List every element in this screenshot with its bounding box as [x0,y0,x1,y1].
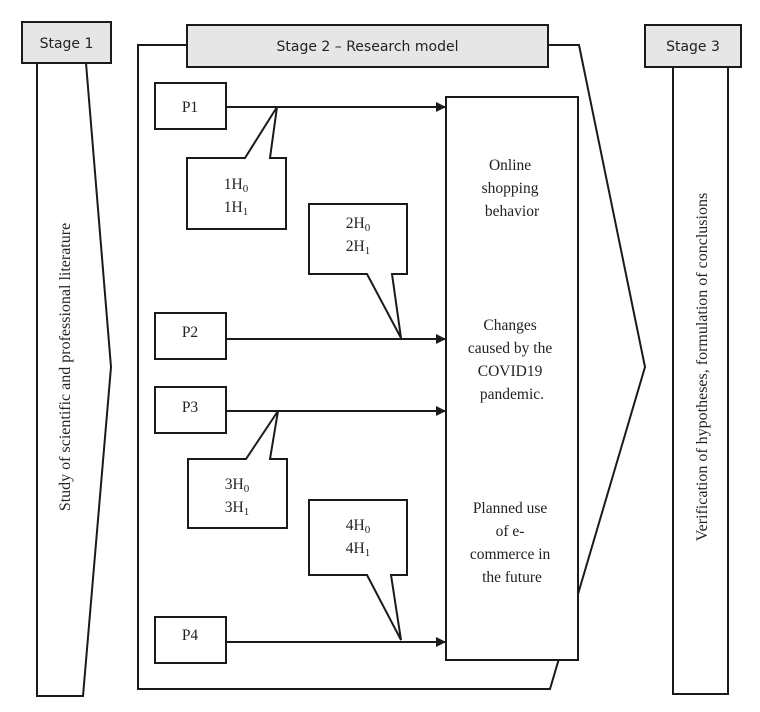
hypothesis-h0: 1H0 [224,176,249,195]
callout-shape [308,499,408,641]
callout-shape [187,410,288,529]
stage-1: Stage 1 Study of scientific and professi… [21,21,113,697]
stage-3-header [644,24,742,68]
stage-3-title: Stage 3 [666,39,720,55]
hypothesis-h0: 4H0 [346,517,371,536]
outcome-online-shopping: Online shopping behavior [482,157,543,220]
hypothesis-callout-4: 4H0 4H1 [308,499,408,641]
stage-3-column [672,66,729,695]
callout-shape [186,106,287,230]
predictor-p1: P1 [154,82,446,130]
stage-1-description: Study of scientific and professional lit… [57,223,74,511]
outcome-covid-changes: Changes caused by the COVID19 pandemic. [468,317,556,403]
predictor-p4: P4 [154,616,446,664]
hypothesis-callout-3: 3H0 3H1 [187,410,288,529]
hypothesis-h0: 3H0 [225,476,250,495]
predictor-p2: P2 [154,312,446,360]
predictor-box [154,616,227,664]
predictor-box [154,386,227,434]
stage-1-header [21,21,112,64]
outcomes-box [445,96,579,661]
stage-3-description: Verification of hypotheses, formulation … [694,193,711,541]
stage-3: Stage 3 Verification of hypotheses, form… [644,24,742,695]
predictor-p3: P3 [154,386,446,434]
stage-1-title: Stage 1 [40,36,94,52]
predictor-label: P1 [182,99,198,116]
stage-2-header [186,24,549,68]
hypothesis-callout-2: 2H0 2H1 [308,203,408,339]
hypothesis-h1: 4H1 [346,540,370,559]
hypothesis-h0: 2H0 [346,215,371,234]
stage-1-arrow-shape [36,62,113,697]
hypothesis-callout-1: 1H0 1H1 [186,106,287,230]
hypothesis-h1: 2H1 [346,238,370,257]
callout-shape [308,203,408,339]
predictor-label: P3 [182,399,199,416]
predictor-box [154,312,227,360]
hypothesis-h1: 3H1 [225,499,249,518]
hypothesis-h1: 1H1 [224,199,248,218]
predictor-label: P4 [182,627,199,644]
outcome-planned-ecommerce: Planned use of e- commerce in the future [470,500,554,586]
predictor-label: P2 [182,324,198,341]
stage-2-title: Stage 2 – Research model [277,39,459,55]
